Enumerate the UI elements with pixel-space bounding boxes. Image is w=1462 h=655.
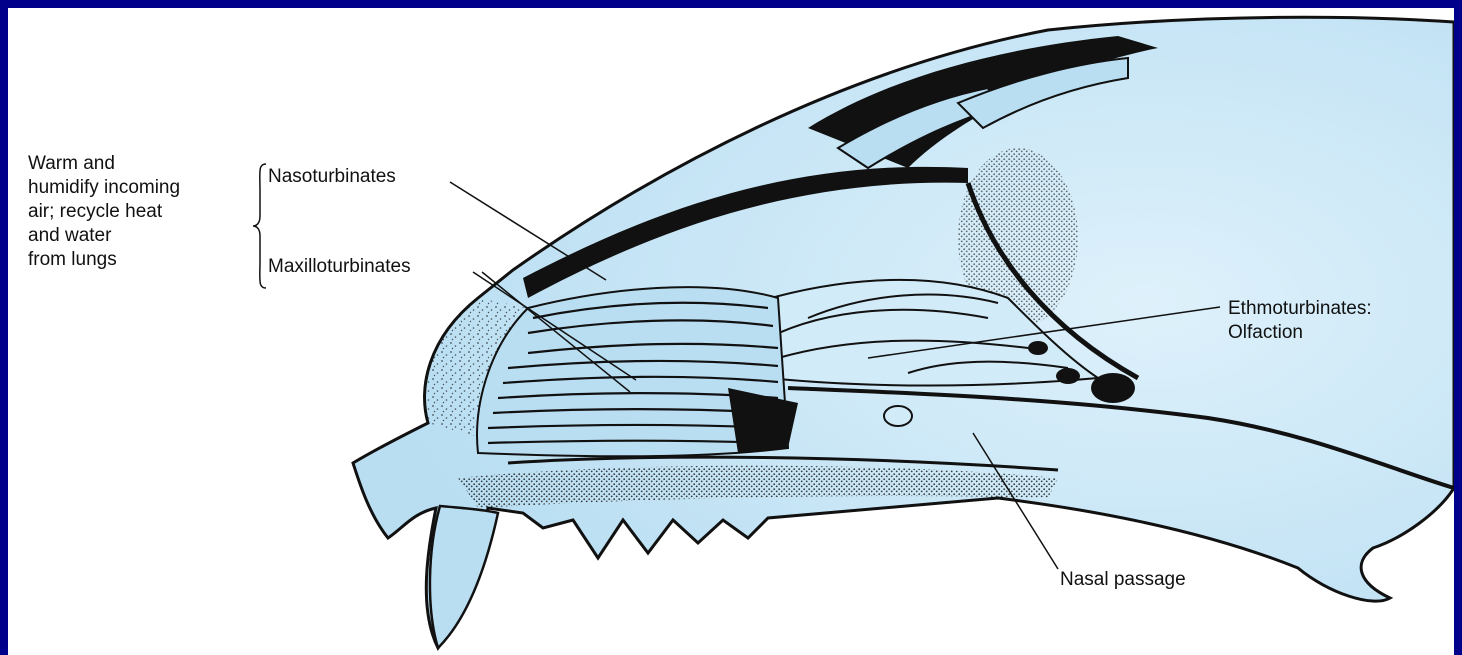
- brace-icon: [252, 162, 268, 290]
- ethmoturbinates-label: Ethmoturbinates: Olfaction: [1228, 297, 1372, 345]
- nasal-passage-label: Nasal passage: [1060, 568, 1186, 592]
- figure-frame: Warm and humidify incoming air; recycle …: [8, 8, 1454, 655]
- function-note-label: Warm and humidify incoming air; recycle …: [28, 152, 248, 272]
- maxilloturbinates-label: Maxilloturbinates: [268, 255, 411, 279]
- canine-tooth: [430, 506, 498, 648]
- nasoturbinates-label: Nasoturbinates: [268, 165, 396, 189]
